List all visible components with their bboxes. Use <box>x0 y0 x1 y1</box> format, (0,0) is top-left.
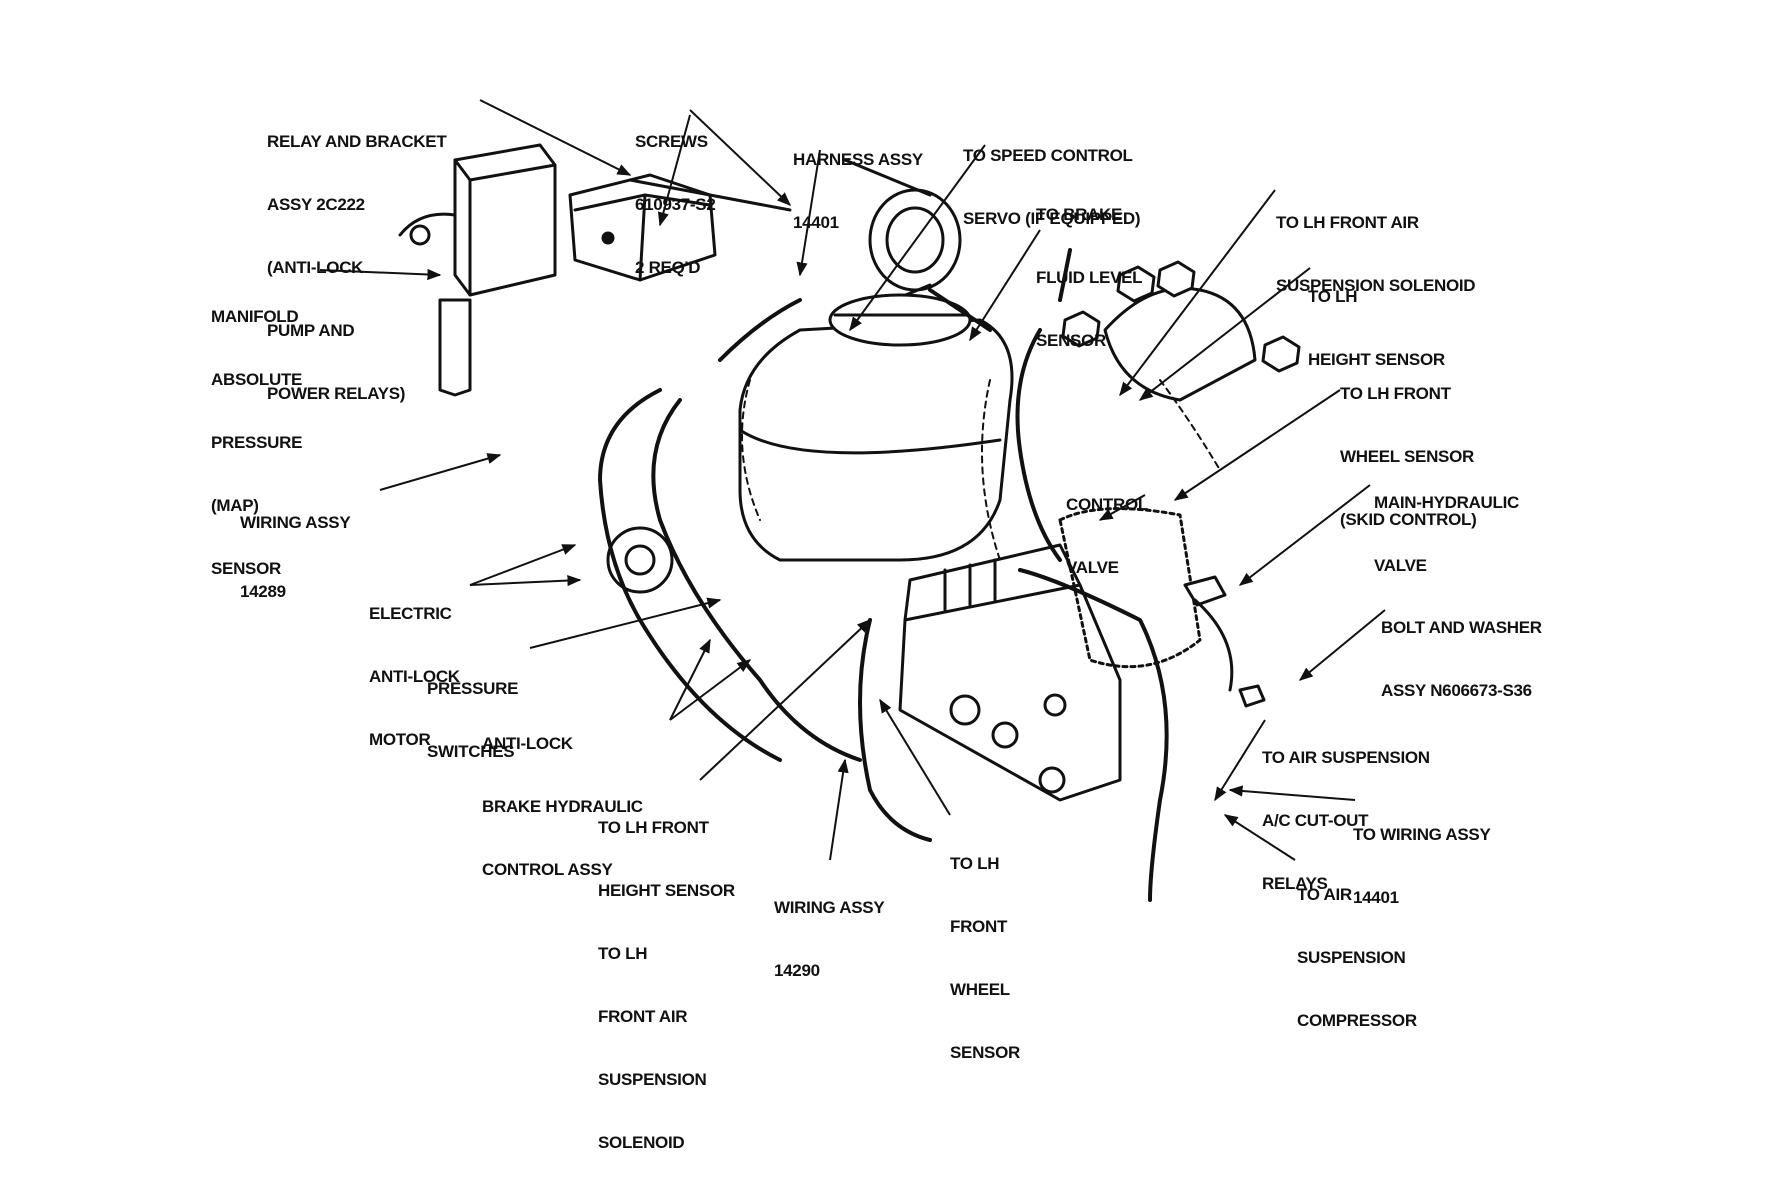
relay-bracket-part <box>398 143 557 397</box>
label-map-sensor: MANIFOLD ABSOLUTE PRESSURE (MAP) SENSOR <box>211 307 303 578</box>
leader-wiring-14290 <box>829 758 849 861</box>
leader-hydraulic-1 <box>669 659 752 721</box>
hydraulic-control-part <box>898 543 1122 802</box>
leader-lh-air-solenoid <box>1119 189 1276 397</box>
map-sensor-part <box>568 173 792 282</box>
leader-main-hydraulic <box>1238 484 1371 586</box>
label-lh-height-sensor: TO LH HEIGHT SENSOR <box>1308 287 1445 369</box>
wiring-harness-part <box>598 248 1169 902</box>
label-air-suspension-relays: TO AIR SUSPENSION A/C CUT-OUT RELAYS <box>1262 748 1430 893</box>
label-wiring-14290: WIRING ASSY 14290 <box>774 898 885 980</box>
label-lh-height-solenoid: TO LH FRONT HEIGHT SENSOR TO LH FRONT AI… <box>598 818 735 1152</box>
leader-hydraulic-2 <box>669 638 711 721</box>
label-screws: SCREWS 610937-S2 2 REQ'D <box>635 132 716 277</box>
leader-speed-control <box>849 144 986 332</box>
leader-air-compressor <box>1223 814 1296 861</box>
leader-brake-fluid <box>969 229 1041 342</box>
leader-lh-height-solenoid <box>699 619 872 781</box>
label-hydraulic-control: ANTI-LOCK BRAKE HYDRAULIC CONTROL ASSY <box>482 734 643 879</box>
label-wiring-14289: WIRING ASSY 14289 <box>240 513 351 601</box>
label-main-hydraulic: MAIN-HYDRAULIC VALVE <box>1374 493 1520 575</box>
leader-pressure <box>529 597 722 649</box>
label-lh-front-wheel: TO LH FRONT WHEEL SENSOR <box>950 854 1020 1062</box>
strut-tower-part <box>1061 260 1301 402</box>
speed-control-servo-part <box>843 158 962 322</box>
leader-map <box>319 268 442 281</box>
label-wiring-14401: TO WIRING ASSY 14401 <box>1353 825 1491 907</box>
leader-relay <box>479 99 632 176</box>
leader-lines <box>319 99 1386 861</box>
dashed-hose-part <box>741 379 1221 561</box>
leader-wiring-14401 <box>1228 785 1356 801</box>
leader-harness <box>796 149 821 277</box>
leader-bolt <box>1298 609 1386 681</box>
label-relay-bracket: RELAY AND BRACKET ASSY 2C222 (ANTI-LOCK … <box>267 132 447 403</box>
label-electric-motor: ELECTRIC ANTI-LOCK MOTOR <box>369 604 460 749</box>
anti-lock-motor-part <box>606 526 674 594</box>
main-valve-part <box>1058 507 1266 708</box>
label-air-compressor: TO AIR SUSPENSION COMPRESSOR <box>1297 885 1417 1030</box>
leader-air-relays <box>1214 719 1266 802</box>
leader-control-valve <box>1098 494 1146 521</box>
leader-lh-wheel-skid <box>1173 389 1341 501</box>
leader-motor-1 <box>469 544 577 586</box>
leader-motor-2 <box>469 574 582 587</box>
label-brake-fluid: TO BRAKE FLUID LEVEL SENSOR <box>1036 205 1143 350</box>
reservoir-part <box>738 293 1014 562</box>
label-lh-front-wheel-skid: TO LH FRONT WHEEL SENSOR (SKID CONTROL) <box>1340 384 1477 529</box>
leader-screw-2 <box>657 114 691 227</box>
leader-screw-1 <box>689 109 792 206</box>
label-speed-control: TO SPEED CONTROL SERVO (IF EQUIPPED) <box>963 146 1141 228</box>
label-control-valve: CONTROL VALVE <box>1066 495 1148 577</box>
leader-wiring-14289 <box>379 453 502 491</box>
leader-lh-height <box>1138 267 1311 401</box>
leader-lh-wheel <box>879 698 951 816</box>
label-bolt-washer: BOLT AND WASHER ASSY N606673-S36 <box>1381 618 1542 700</box>
diagram-stage: RELAY AND BRACKET ASSY 2C222 (ANTI-LOCK … <box>211 99 1542 1152</box>
label-lh-front-air-solenoid: TO LH FRONT AIR SUSPENSION SOLENOID <box>1276 213 1476 295</box>
label-harness-assy: HARNESS ASSY 14401 <box>793 150 923 232</box>
engine-illustration <box>319 99 1386 902</box>
label-pressure-switches: PRESSURE SWITCHES <box>427 679 519 761</box>
component-drawing <box>398 143 1301 902</box>
